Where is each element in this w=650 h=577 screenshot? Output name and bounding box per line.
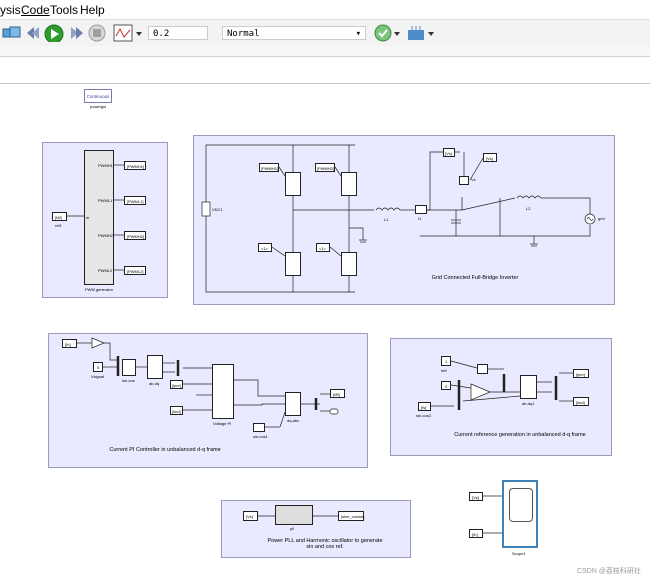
- ref-const-0[interactable]: 0: [441, 381, 451, 390]
- igbt-3[interactable]: [285, 252, 301, 276]
- dq-abc-label: dq-abc: [287, 418, 300, 423]
- vs-label: Vs: [471, 177, 476, 182]
- pll-title: Power PLL and Harmonic oscillator to gen…: [267, 538, 383, 550]
- menu-code[interactable]: Code: [21, 3, 50, 17]
- i1-label: I1: [418, 216, 422, 221]
- toolbar: 0.2 Normal ▾: [0, 19, 650, 47]
- tag-vs-1[interactable]: [Vs]: [443, 148, 455, 157]
- ref-title: Current reference generation in unbalanc…: [454, 432, 586, 438]
- step-back-icon[interactable]: [24, 24, 42, 42]
- vdc-label: VDC1: [212, 207, 223, 212]
- sim-mode-value: Normal: [227, 29, 260, 39]
- pll-block[interactable]: [275, 505, 313, 525]
- l1-label: L1: [384, 217, 389, 222]
- sin-cos3-label: sin-cos3: [416, 413, 431, 418]
- watermark: CSDN @荔枝科研社: [577, 568, 641, 575]
- pwm-out-label-4: PWML2: [98, 268, 113, 273]
- grid-label: grid: [598, 216, 605, 221]
- scope1-label: Scope1: [512, 551, 526, 556]
- goto-iind[interactable]: [iInd]: [573, 397, 589, 406]
- goto-ipre[interactable]: [ipre]: [573, 369, 589, 378]
- pwm-out-label-2: PWML1: [98, 198, 113, 203]
- vsignal-label: Vsignal: [91, 374, 105, 379]
- powergui-block[interactable]: Continuous: [84, 89, 112, 103]
- run-icon[interactable]: [44, 24, 64, 42]
- scope1-block[interactable]: [502, 480, 538, 548]
- voltage-pi-block[interactable]: [212, 364, 234, 419]
- dq-abc-block[interactable]: [285, 392, 301, 416]
- ab-dq1-block[interactable]: [520, 375, 537, 399]
- scope-icon[interactable]: [113, 24, 143, 42]
- scope-screen: [509, 488, 533, 522]
- gate-bottom-1[interactable]: <1>: [258, 243, 272, 252]
- pwm-from-tag[interactable]: [Mf]: [52, 212, 67, 221]
- powergui-title: Continuous: [86, 94, 110, 99]
- pi-from-iind[interactable]: [iInd]: [170, 406, 183, 415]
- voltage-meas[interactable]: [459, 176, 469, 185]
- ref-const-1[interactable]: 1: [441, 356, 451, 366]
- inverter-title: Grid Connected Full-Bridge Inverter: [431, 275, 519, 281]
- voltage-pi-label: Voltage PI: [213, 421, 232, 426]
- menu-analysis[interactable]: ysis: [0, 3, 21, 17]
- pi-const[interactable]: 0: [93, 362, 103, 372]
- igbt-4[interactable]: [341, 252, 357, 276]
- igbt-1[interactable]: [285, 172, 301, 196]
- explorer-bar: [0, 46, 650, 57]
- menu-tools[interactable]: Tools: [50, 3, 79, 17]
- sin-cos-block[interactable]: [122, 359, 136, 376]
- menu-bar: ysis Code Tools Help: [0, 0, 650, 19]
- sim-mode-select[interactable]: Normal ▾: [222, 26, 366, 40]
- ref-from-fs[interactable]: [fs]: [418, 402, 431, 411]
- check-icon[interactable]: [374, 24, 404, 42]
- ref-product[interactable]: [477, 364, 488, 374]
- goto-sine-cosine[interactable]: [sine_cosine]: [338, 511, 364, 521]
- grid-icon[interactable]: [406, 24, 436, 42]
- chevron-down-icon: ▾: [355, 29, 361, 39]
- pwm-block-name: PWM generator: [85, 287, 114, 292]
- sin-cos-label: sin-cos: [122, 378, 135, 383]
- pwm-out-label-3: PWMH2: [98, 233, 113, 238]
- iref-label: iref: [441, 368, 447, 373]
- pwm-out-label-1: PWMH1: [98, 163, 113, 168]
- stop-icon[interactable]: [88, 24, 106, 42]
- goto-mf[interactable]: [Mf]: [330, 389, 345, 398]
- pll-area: [221, 500, 411, 558]
- l2-label: L2: [526, 206, 531, 211]
- address-bar: [0, 59, 650, 84]
- powergui-name: powergui: [90, 104, 107, 109]
- gate-pwmh2[interactable]: [PWMH2]: [315, 163, 335, 172]
- ab-dq1-label: ab-dq1: [522, 401, 535, 406]
- pwm-generator-block[interactable]: m PWMH1 PWML1 PWMH2 PWML2: [84, 150, 114, 285]
- library-icon[interactable]: [2, 24, 22, 42]
- scope-from-ih[interactable]: [Ih]: [469, 529, 483, 538]
- goto-pwml1[interactable]: [PWML1]: [124, 196, 146, 205]
- scope-from-vs[interactable]: [Vs]: [469, 492, 483, 501]
- ref1-label: ref1: [55, 223, 62, 228]
- ab-dq-label: ab-dq: [149, 381, 160, 386]
- inverter-area: [193, 135, 615, 305]
- sin-cos1-block[interactable]: [253, 423, 265, 432]
- tag-vs-2[interactable]: [Vs]: [483, 153, 497, 162]
- goto-pwmh2[interactable]: [PWMH2]: [124, 231, 146, 240]
- sin-cos1-label: sin-cos1: [253, 434, 268, 439]
- step-forward-icon[interactable]: [68, 24, 86, 42]
- goto-pwmh1[interactable]: [PWMH1]: [124, 161, 146, 170]
- gate-bottom-2[interactable]: <1>: [316, 243, 330, 252]
- pi-title: Current PI Controller in unbalanced d-q …: [109, 447, 221, 453]
- pll-label: pll: [290, 526, 295, 531]
- pwm-input-label: m: [86, 215, 90, 220]
- current-meas-1[interactable]: [415, 205, 427, 214]
- stop-time-input[interactable]: 0.2: [148, 26, 208, 40]
- menu-help[interactable]: Help: [80, 3, 105, 17]
- pll-from-vs[interactable]: [Vs]: [243, 511, 258, 521]
- igbt-2[interactable]: [341, 172, 357, 196]
- ab-dq-block[interactable]: [147, 355, 163, 379]
- goto-pwml2[interactable]: [PWML2]: [124, 266, 146, 275]
- pi-from-ih[interactable]: [Ih]: [62, 339, 77, 348]
- gate-pwmh1[interactable]: [PWMH1]: [259, 163, 279, 172]
- out-port-1: 1: [333, 408, 336, 413]
- pi-area: [48, 333, 368, 468]
- pi-from-ipre[interactable]: [ipre]: [170, 380, 183, 389]
